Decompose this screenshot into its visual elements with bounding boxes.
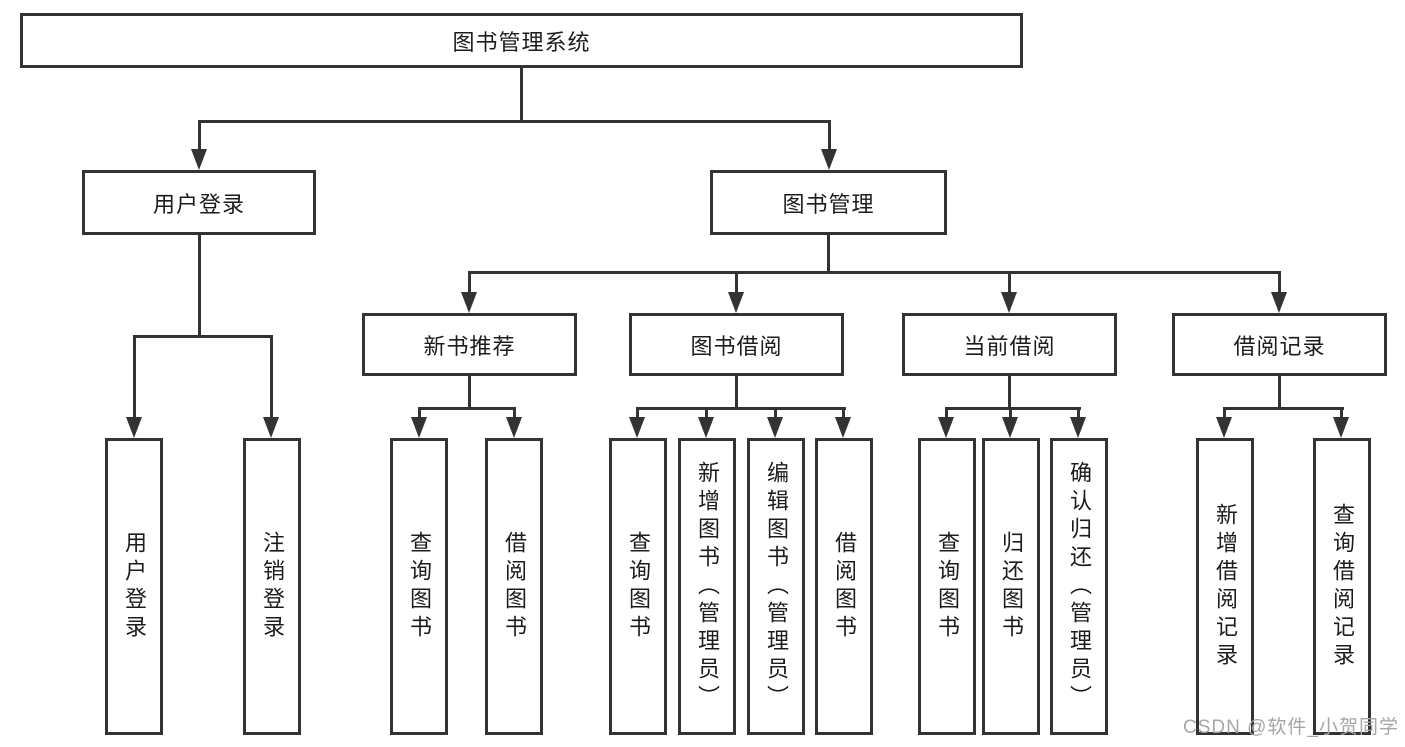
arrow-down-icon <box>191 149 207 170</box>
leaf-query-books-recommend: 查询图书 <box>390 438 448 735</box>
leaf-borrow-books-recommend-label: 借阅图书 <box>502 530 527 643</box>
connector-g2-drop-3 <box>774 407 777 421</box>
arrow-down-icon <box>629 417 645 438</box>
node-user-login-label: 用户登录 <box>152 191 245 217</box>
leaf-borrow-books: 借阅图书 <box>815 438 873 735</box>
connector-bookmgmt-drop-2 <box>735 271 738 295</box>
connector-bookmgmt-bar <box>468 271 1281 274</box>
leaf-return-books: 归还图书 <box>982 438 1040 735</box>
leaf-query-books-current-label: 查询图书 <box>935 530 960 643</box>
node-root: 图书管理系统 <box>20 13 1023 68</box>
arrow-down-icon <box>411 417 427 438</box>
leaf-add-book-admin: 新增图书（管理员） <box>678 438 736 735</box>
connector-g3-bar <box>945 407 1081 410</box>
connector-g4-drop-2 <box>1340 407 1343 421</box>
arrow-down-icon <box>1216 417 1232 438</box>
connector-user-bar <box>133 335 273 338</box>
leaf-query-books-current: 查询图书 <box>918 438 976 735</box>
connector-g1-drop-1 <box>418 407 421 421</box>
leaf-borrow-books-label: 借阅图书 <box>832 530 857 643</box>
connector-root-bar <box>198 120 831 123</box>
leaf-logout-label: 注销登录 <box>260 530 285 643</box>
node-new-book-recommend-label: 新书推荐 <box>423 333 516 359</box>
connector-g3-drop-2 <box>1009 407 1012 421</box>
connector-g2-drop-4 <box>842 407 845 421</box>
leaf-query-borrow-record-label: 查询借阅记录 <box>1330 502 1355 671</box>
connector-g3-drop-1 <box>945 407 948 421</box>
node-book-borrowing-label: 图书借阅 <box>690 333 783 359</box>
node-book-borrowing: 图书借阅 <box>629 313 844 376</box>
connector-g1-bar <box>418 407 516 410</box>
connector-g2-drop-2 <box>705 407 708 421</box>
arrow-down-icon <box>767 417 783 438</box>
arrow-down-icon <box>461 292 477 313</box>
connector-g3-stem <box>1008 376 1011 409</box>
node-root-label: 图书管理系统 <box>452 29 591 55</box>
leaf-add-borrow-record-label: 新增借阅记录 <box>1213 502 1238 671</box>
arrow-down-icon <box>728 292 744 313</box>
connector-bookmgmt-drop-4 <box>1278 271 1281 295</box>
leaf-edit-book-admin: 编辑图书（管理员） <box>747 438 805 735</box>
leaf-add-borrow-record: 新增借阅记录 <box>1196 438 1254 735</box>
leaf-confirm-return-admin: 确认归还（管理员） <box>1050 438 1108 735</box>
arrow-down-icon <box>821 149 837 170</box>
node-borrowing-records-label: 借阅记录 <box>1233 333 1326 359</box>
arrow-down-icon <box>126 417 142 438</box>
leaf-user-login: 用户登录 <box>105 438 163 735</box>
leaf-query-borrow-record: 查询借阅记录 <box>1313 438 1371 735</box>
node-current-borrowing: 当前借阅 <box>902 313 1117 376</box>
arrow-down-icon <box>506 417 522 438</box>
arrow-down-icon <box>938 417 954 438</box>
leaf-borrow-books-recommend: 借阅图书 <box>485 438 543 735</box>
leaf-return-books-label: 归还图书 <box>999 530 1024 643</box>
arrow-down-icon <box>1002 417 1018 438</box>
connector-bookmgmt-drop-3 <box>1008 271 1011 295</box>
connector-root-drop-right <box>828 120 831 152</box>
leaf-logout: 注销登录 <box>243 438 301 735</box>
leaf-edit-book-admin-label: 编辑图书（管理员） <box>764 460 789 713</box>
connector-g4-bar <box>1223 407 1344 410</box>
leaf-add-book-admin-label: 新增图书（管理员） <box>695 460 720 713</box>
arrow-down-icon <box>1333 417 1349 438</box>
arrow-down-icon <box>1070 417 1086 438</box>
connector-user-drop-2 <box>270 335 273 420</box>
connector-g3-drop-3 <box>1077 407 1080 421</box>
node-borrowing-records: 借阅记录 <box>1172 313 1387 376</box>
connector-g1-drop-2 <box>513 407 516 421</box>
watermark: CSDN @软件_小贺同学 <box>1183 717 1399 738</box>
connector-g1-stem <box>468 376 471 409</box>
leaf-confirm-return-admin-label: 确认归还（管理员） <box>1067 460 1092 713</box>
arrow-down-icon <box>835 417 851 438</box>
node-current-borrowing-label: 当前借阅 <box>963 333 1056 359</box>
connector-g2-drop-1 <box>636 407 639 421</box>
arrow-down-icon <box>263 417 279 438</box>
leaf-query-books-recommend-label: 查询图书 <box>407 530 432 643</box>
leaf-user-login-label: 用户登录 <box>122 530 147 643</box>
connector-user-drop-1 <box>133 335 136 420</box>
connector-g4-stem <box>1278 376 1281 409</box>
node-book-management: 图书管理 <box>710 170 947 235</box>
node-user-login: 用户登录 <box>82 170 316 235</box>
arrow-down-icon <box>1271 292 1287 313</box>
connector-bookmgmt-stem <box>827 235 830 274</box>
connector-root-stem <box>520 68 523 120</box>
node-book-management-label: 图书管理 <box>782 191 875 217</box>
arrow-down-icon <box>698 417 714 438</box>
leaf-query-books-borrowing-label: 查询图书 <box>626 530 651 643</box>
connector-bookmgmt-drop-1 <box>468 271 471 295</box>
connector-root-drop-left <box>198 120 201 152</box>
connector-g2-bar <box>636 407 846 410</box>
leaf-query-books-borrowing: 查询图书 <box>609 438 667 735</box>
arrow-down-icon <box>1001 292 1017 313</box>
connector-g4-drop-1 <box>1223 407 1226 421</box>
connector-g2-stem <box>735 376 738 409</box>
node-new-book-recommend: 新书推荐 <box>362 313 577 376</box>
connector-user-stem <box>198 235 201 335</box>
